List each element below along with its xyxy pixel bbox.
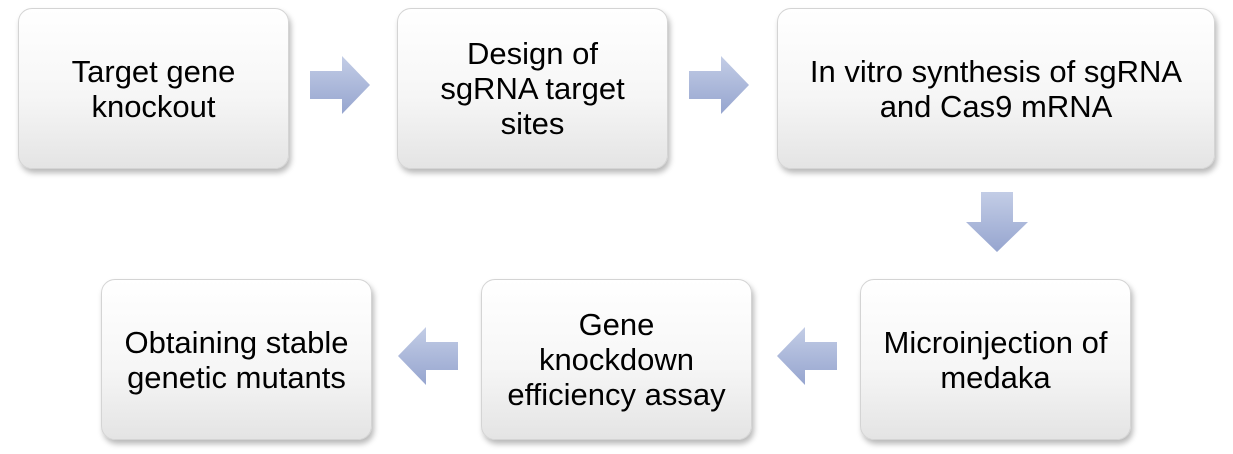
step-box-target-gene-knockout: Target gene knockout — [18, 8, 289, 169]
step-box-design-sgrna: Design of sgRNA target sites — [397, 8, 668, 169]
arrow-left-icon — [398, 327, 458, 385]
step-label: Design of sgRNA target sites — [440, 36, 625, 141]
step-box-microinjection: Microinjection of medaka — [860, 279, 1131, 440]
step-box-in-vitro-synthesis: In vitro synthesis of sgRNA and Cas9 mRN… — [777, 8, 1215, 169]
arrow-right-icon — [689, 56, 749, 114]
step-box-knockdown-assay: Gene knockdown efficiency assay — [481, 279, 752, 440]
step-label: Target gene knockout — [71, 53, 236, 124]
step-label: Obtaining stable genetic mutants — [124, 324, 349, 395]
arrow-left-icon — [777, 327, 837, 385]
arrow-right-icon — [310, 56, 370, 114]
step-label: Microinjection of medaka — [883, 324, 1108, 395]
step-label: In vitro synthesis of sgRNA and Cas9 mRN… — [809, 53, 1183, 124]
step-box-obtaining-mutants: Obtaining stable genetic mutants — [101, 279, 372, 440]
arrow-down-icon — [966, 192, 1028, 252]
step-label: Gene knockdown efficiency assay — [507, 307, 726, 412]
